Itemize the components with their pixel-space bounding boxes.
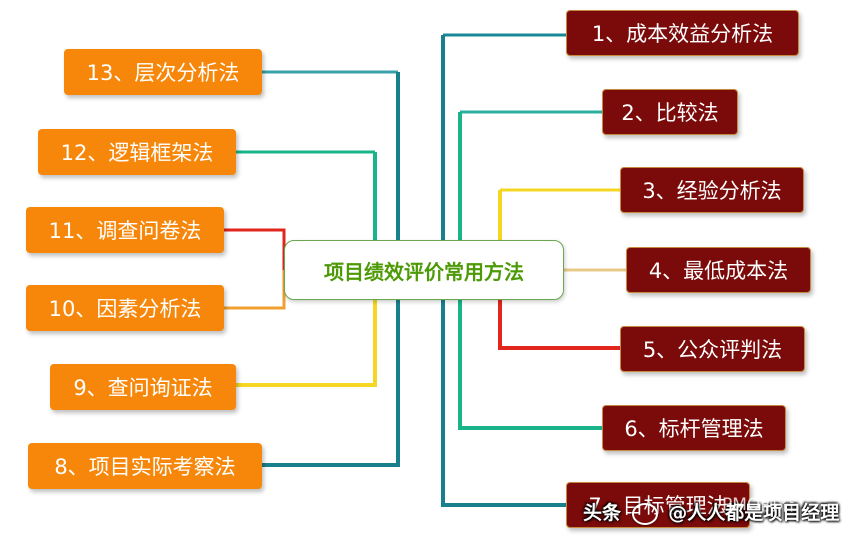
method-node-12[interactable]: 12、逻辑框架法 <box>38 129 236 175</box>
method-node-label: 12、逻辑框架法 <box>60 141 214 165</box>
method-node-8[interactable]: 8、项目实际考察法 <box>28 443 262 489</box>
method-node-9[interactable]: 9、查问询证法 <box>50 364 236 410</box>
method-node-6[interactable]: 6、标杆管理法 <box>602 405 786 451</box>
connector-left-mid-bottom <box>236 300 377 387</box>
connector-right-mid <box>458 112 602 430</box>
connector-left-outer <box>262 72 400 467</box>
connector-right-outer <box>441 35 566 507</box>
method-node-2[interactable]: 2、比较法 <box>602 89 738 135</box>
connector-left-10 <box>224 270 286 310</box>
method-node-label: 10、因素分析法 <box>48 297 202 321</box>
method-node-13[interactable]: 13、层次分析法 <box>64 49 262 95</box>
method-node-label: 9、查问询证法 <box>73 376 213 400</box>
center-topic-label: 项目绩效评价常用方法 <box>324 259 524 284</box>
method-node-label: 1、成本效益分析法 <box>591 22 774 46</box>
watermark: 头条 @人人都是项目经理 <box>583 498 839 525</box>
method-node-5[interactable]: 5、公众评判法 <box>620 326 805 372</box>
watermark-behind: PMO前沿 <box>722 495 795 515</box>
method-node-4[interactable]: 4、最低成本法 <box>626 247 811 293</box>
method-node-7[interactable]: 7、目标管理法 <box>566 482 750 528</box>
method-node-label: 5、公众评判法 <box>642 338 783 362</box>
method-node-1[interactable]: 1、成本效益分析法 <box>566 10 799 56</box>
method-node-label: 7、目标管理法 <box>588 494 728 518</box>
method-node-label: 3、经验分析法 <box>642 179 782 203</box>
method-node-11[interactable]: 11、调查问卷法 <box>26 207 224 253</box>
method-node-label: 6、标杆管理法 <box>624 417 764 441</box>
center-topic[interactable]: 项目绩效评价常用方法 <box>284 240 564 300</box>
watermark-text: @人人都是项目经理 <box>668 502 840 524</box>
method-node-3[interactable]: 3、经验分析法 <box>620 167 804 213</box>
method-node-label: 11、调查问卷法 <box>48 219 202 243</box>
method-node-label: 13、层次分析法 <box>86 61 240 85</box>
wechat-icon <box>631 502 658 525</box>
method-node-label: 4、最低成本法 <box>648 259 789 283</box>
method-node-label: 8、项目实际考察法 <box>54 455 236 479</box>
method-node-label: 2、比较法 <box>621 101 719 125</box>
connector-left-11 <box>224 228 286 270</box>
watermark-prefix: 头条 <box>583 502 622 524</box>
method-node-10[interactable]: 10、因素分析法 <box>26 285 224 331</box>
